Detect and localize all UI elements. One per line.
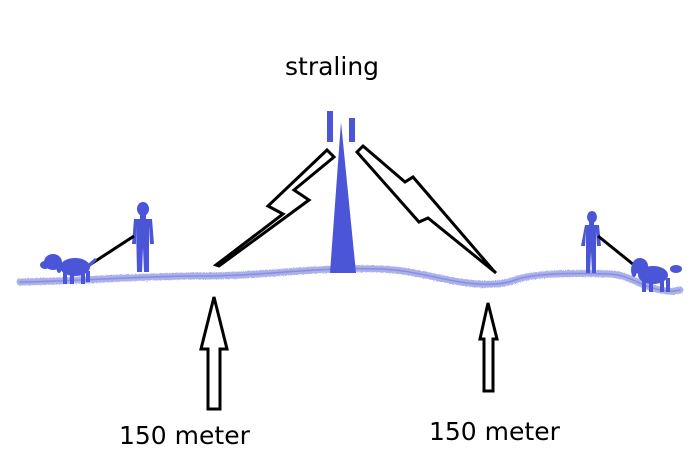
lightning-bolt-icon xyxy=(354,143,498,275)
ground-line xyxy=(16,265,684,295)
distance-label-left: 150 meter xyxy=(119,421,250,450)
leash xyxy=(597,234,635,267)
dog-icon xyxy=(631,258,682,292)
up-arrow-icon xyxy=(478,302,499,393)
antenna-tower-icon xyxy=(327,111,356,273)
dog-icon xyxy=(40,254,97,284)
leash xyxy=(90,234,135,266)
up-arrow-icon xyxy=(199,296,229,411)
lightning-bolt-icon xyxy=(212,147,337,268)
person-icon xyxy=(581,211,601,273)
person-icon xyxy=(132,202,154,272)
radiation-label: straling xyxy=(285,52,380,81)
distance-label-right: 150 meter xyxy=(429,417,560,446)
